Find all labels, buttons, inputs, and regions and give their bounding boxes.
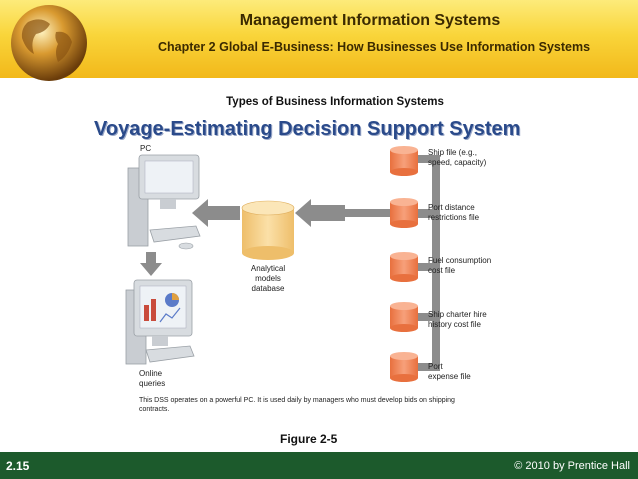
- charter-hire-cylinder: [390, 302, 418, 332]
- header-subtitle: Chapter 2 Global E-Business: How Busines…: [157, 40, 591, 54]
- port-expense-cylinder: [390, 352, 418, 382]
- online-queries-line: queries: [139, 379, 166, 388]
- slide-title: Voyage-Estimating Decision Support Syste…: [94, 118, 521, 140]
- source-label-line: speed, capacity): [428, 158, 487, 167]
- source-label-charter-hire: Ship charter hire history cost file: [428, 310, 487, 330]
- source-label-line: Port: [428, 362, 443, 371]
- section-heading: Types of Business Information Systems: [226, 96, 444, 108]
- pc-label: PC: [140, 144, 152, 153]
- source-label-line: expense file: [428, 372, 471, 381]
- database-label: Analytical models database: [236, 264, 300, 294]
- source-file-cylinders: [390, 146, 418, 382]
- source-label-line: Ship file (e.g.,: [428, 148, 477, 157]
- online-queries-line: Online: [139, 369, 163, 378]
- source-label-line: restrictions file: [428, 213, 480, 222]
- source-label-line: cost file: [428, 266, 456, 275]
- diagram-caption: This DSS operates on a powerful PC. It i…: [139, 397, 455, 413]
- source-label-line: history cost file: [428, 320, 481, 329]
- arrow-down: [140, 252, 162, 276]
- copyright-text: © 2010 by Prentice Hall: [514, 460, 630, 472]
- arrow-to-pc: [192, 199, 240, 227]
- analytical-database-cylinder: [241, 200, 295, 260]
- arrow-to-database: [295, 199, 345, 227]
- source-label-fuel-consumption: Fuel consumption cost file: [428, 256, 491, 276]
- online-queries-label: Online queries: [139, 369, 165, 389]
- source-label-port-expense: Port expense file: [428, 362, 471, 382]
- source-label-line: Fuel consumption: [428, 256, 492, 265]
- pc-computer-icon: [127, 154, 201, 250]
- ship-file-cylinder: [390, 146, 418, 176]
- source-label-ship-file: Ship file (e.g., speed, capacity): [428, 148, 486, 168]
- online-queries-computer-icon: [125, 279, 195, 365]
- source-label-port-distance: Port distance restrictions file: [428, 203, 479, 223]
- figure-label: Figure 2-5: [280, 432, 338, 446]
- header-bar: [0, 0, 638, 78]
- database-label-line: database: [251, 284, 285, 293]
- database-label-line: models: [255, 274, 281, 283]
- port-distance-cylinder: [390, 198, 418, 228]
- globe-icon: [11, 5, 87, 81]
- source-label-line: Ship charter hire: [428, 310, 487, 319]
- footer-bar: [0, 452, 638, 479]
- header-title: Management Information Systems: [239, 12, 501, 29]
- fuel-consumption-cylinder: [390, 252, 418, 282]
- database-label-line: Analytical: [250, 264, 286, 273]
- source-label-line: Port distance: [428, 203, 475, 212]
- slide-number: 2.15: [6, 459, 30, 473]
